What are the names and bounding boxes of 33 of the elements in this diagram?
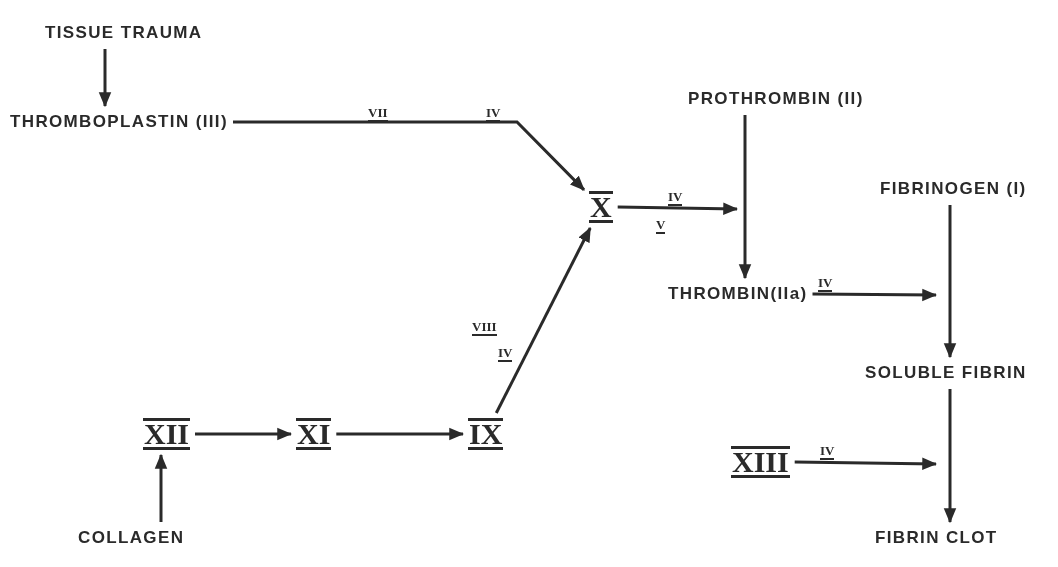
arrow — [195, 427, 293, 441]
arrow — [617, 202, 739, 215]
arrow — [943, 205, 957, 359]
node-label: COLLAGEN — [78, 527, 185, 549]
factor-numeral: XIII — [731, 446, 790, 478]
arrow — [812, 288, 938, 302]
arrow — [738, 115, 752, 280]
arrow — [794, 457, 938, 471]
factor-numeral: XI — [296, 418, 332, 450]
edge-label: IV — [818, 276, 833, 292]
node-label: FIBRINOGEN (I) — [880, 178, 1027, 200]
arrow — [336, 427, 465, 441]
edge-label: IV — [668, 190, 683, 206]
factor-numeral: X — [589, 191, 613, 223]
arrow — [154, 453, 168, 522]
arrow — [494, 226, 592, 414]
factor-label: V — [656, 218, 666, 234]
node-label: THROMBIN(IIa) — [668, 283, 808, 305]
node-label: PROTHROMBIN (II) — [688, 88, 864, 110]
node-label: TISSUE TRAUMA — [45, 22, 203, 44]
factor-numeral: IX — [468, 418, 504, 450]
factor-label: IV — [486, 106, 501, 122]
factor-label: IV — [498, 346, 513, 362]
arrow — [233, 120, 586, 191]
node-label: THROMBOPLASTIN (III) — [10, 111, 228, 133]
edge-label: VII — [368, 106, 388, 122]
node-label: FIBRIN CLOT — [875, 527, 998, 549]
edge-label: VIII — [472, 320, 497, 336]
factor-numeral: XII — [143, 418, 190, 450]
edge-label: IV — [820, 444, 835, 460]
arrow — [943, 389, 957, 524]
node-label: SOLUBLE FIBRIN — [865, 362, 1027, 384]
arrow — [98, 49, 112, 108]
